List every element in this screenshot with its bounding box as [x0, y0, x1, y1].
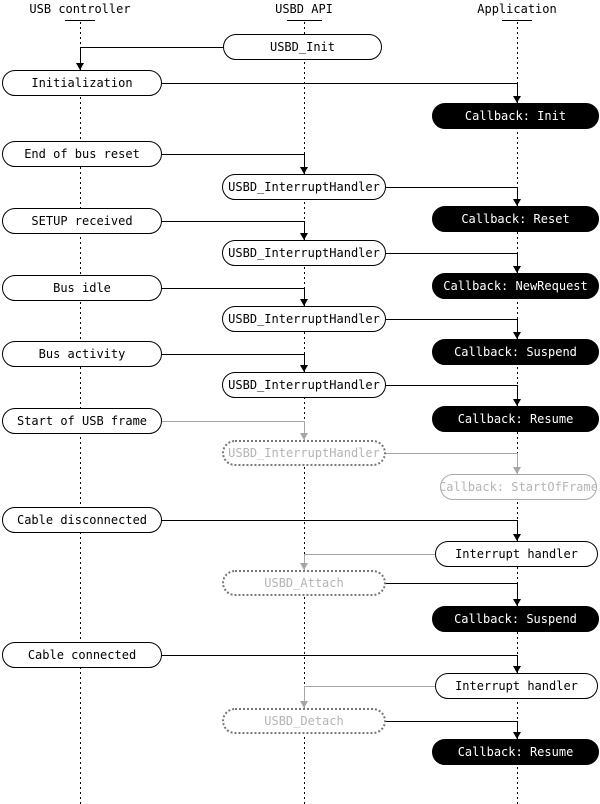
connector-usbd-init-to-initialization-v: [80, 47, 81, 70]
arrowhead-ih-to-callback-resume: [513, 399, 521, 406]
bus-idle-node: Bus idle: [2, 275, 162, 301]
callback-init-node: Callback: Init: [432, 103, 599, 129]
arrowhead-usbd-attach-to-callback-suspend: [513, 599, 521, 606]
connector-ih-to-callback-resume-h: [386, 385, 517, 386]
connector-usbd-detach-to-callback-resume-v: [517, 721, 518, 739]
arrowhead-bus-activity-to-ih: [300, 365, 308, 372]
interrupt-handler-c-node: USBD_InterruptHandler: [222, 306, 386, 332]
connector-ih-to-callback-resume-v: [517, 385, 518, 406]
connector-end-of-bus-reset-to-ih-h: [162, 154, 304, 155]
arrowhead-ih-to-callback-newrequest: [513, 266, 521, 273]
callback-suspend-1-node: Callback: Suspend: [432, 339, 599, 365]
usbd-detach-node: USBD_Detach: [222, 708, 386, 734]
interrupt-handler-1-node: Interrupt handler: [435, 541, 598, 567]
connector-usbd-attach-to-callback-suspend-h: [386, 583, 517, 584]
callback-startofframe-node: Callback: StartOfFrame: [440, 474, 597, 500]
lane-label-application: Application: [477, 2, 557, 16]
connector-bus-idle-to-ih-h: [162, 288, 304, 289]
arrowhead-cable-connected-to-int-handler: [513, 666, 521, 673]
connector-usbd-attach-to-callback-suspend-v: [517, 583, 518, 606]
cable-connected-node: Cable connected: [2, 642, 162, 668]
bus-activity-node: Bus activity: [2, 341, 162, 367]
lifeline-usbd-api: [304, 22, 305, 804]
connector-setup-received-to-ih-h: [162, 221, 304, 222]
callback-reset-node: Callback: Reset: [432, 206, 599, 232]
setup-received-node: SETUP received: [2, 208, 162, 234]
connector-int-handler-to-usbd-attach-h: [304, 554, 435, 555]
arrowhead-ghost-ih-to-callback-startofframe: [513, 467, 521, 474]
connector-int-handler-to-usbd-detach-h: [304, 686, 435, 687]
connector-end-of-bus-reset-to-ih-v: [304, 154, 305, 174]
connector-ih-to-callback-newrequest-v: [517, 253, 518, 273]
connector-ghost-ih-to-callback-startofframe-h: [386, 453, 517, 454]
cable-disconnected-node: Cable disconnected: [2, 507, 162, 533]
end-of-bus-reset-node: End of bus reset: [2, 141, 162, 167]
connector-int-handler-to-usbd-attach-v: [304, 554, 305, 570]
connector-start-of-usb-frame-to-ghost-ih-v: [304, 421, 305, 440]
arrowhead-cable-disconnected-to-int-handler: [513, 534, 521, 541]
initialization-node: Initialization: [2, 70, 162, 96]
connector-ih-to-callback-newrequest-h: [386, 253, 517, 254]
arrowhead-initialization-to-callback-init: [513, 96, 521, 103]
interrupt-handler-b-node: USBD_InterruptHandler: [222, 240, 386, 266]
arrowhead-usbd-detach-to-callback-resume: [513, 732, 521, 739]
interrupt-handler-2-node: Interrupt handler: [435, 673, 598, 699]
arrowhead-setup-received-to-ih: [300, 233, 308, 240]
connector-ghost-ih-to-callback-startofframe-v: [517, 453, 518, 474]
connector-bus-idle-to-ih-v: [304, 288, 305, 306]
connector-bus-activity-to-ih-v: [304, 354, 305, 372]
connector-setup-received-to-ih-v: [304, 221, 305, 240]
connector-ih-to-callback-reset-h: [386, 187, 517, 188]
connector-initialization-to-callback-init-v: [517, 83, 518, 103]
usbd-init-node: USBD_Init: [223, 34, 382, 60]
arrowhead-ih-to-callback-reset: [513, 199, 521, 206]
connector-usbd-init-to-initialization-h: [80, 47, 223, 48]
connector-ih-to-callback-suspend-v: [517, 319, 518, 339]
arrowhead-int-handler-to-usbd-attach: [300, 563, 308, 570]
arrowhead-ih-to-callback-suspend: [513, 332, 521, 339]
callback-resume-2-node: Callback: Resume: [432, 739, 599, 765]
interrupt-handler-d-node: USBD_InterruptHandler: [222, 372, 386, 398]
arrowhead-usbd-init-to-initialization: [76, 63, 84, 70]
connector-cable-connected-to-int-handler-v: [517, 655, 518, 673]
callback-suspend-2-node: Callback: Suspend: [432, 606, 599, 632]
connector-ih-to-callback-reset-v: [517, 187, 518, 206]
arrowhead-bus-idle-to-ih: [300, 299, 308, 306]
start-of-usb-frame-node: Start of USB frame: [2, 408, 162, 434]
callback-resume-1-node: Callback: Resume: [432, 406, 599, 432]
lane-label-usb-controller: USB controller: [29, 2, 131, 16]
connector-bus-activity-to-ih-h: [162, 354, 304, 355]
connector-int-handler-to-usbd-detach-v: [304, 686, 305, 708]
connector-cable-disconnected-to-int-handler-h: [162, 520, 517, 521]
lane-underline-usb-controller: [65, 20, 95, 21]
arrowhead-int-handler-to-usbd-detach: [300, 701, 308, 708]
lane-underline-usbd-api: [286, 20, 322, 21]
arrowhead-start-of-usb-frame-to-ghost-ih: [300, 433, 308, 440]
connector-cable-connected-to-int-handler-h: [162, 655, 517, 656]
usbd-attach-node: USBD_Attach: [222, 570, 386, 596]
arrowhead-end-of-bus-reset-to-ih: [300, 167, 308, 174]
lane-label-usbd-api: USBD API: [275, 2, 333, 16]
connector-start-of-usb-frame-to-ghost-ih-h: [162, 421, 304, 422]
interrupt-handler-e-node: USBD_InterruptHandler: [222, 440, 386, 466]
connector-initialization-to-callback-init-h: [162, 83, 517, 84]
connector-usbd-detach-to-callback-resume-h: [386, 721, 517, 722]
callback-newrequest-node: Callback: NewRequest: [432, 273, 599, 299]
connector-ih-to-callback-suspend-h: [386, 319, 517, 320]
connector-cable-disconnected-to-int-handler-v: [517, 520, 518, 541]
interrupt-handler-a-node: USBD_InterruptHandler: [222, 174, 386, 200]
lane-underline-application: [502, 20, 532, 21]
